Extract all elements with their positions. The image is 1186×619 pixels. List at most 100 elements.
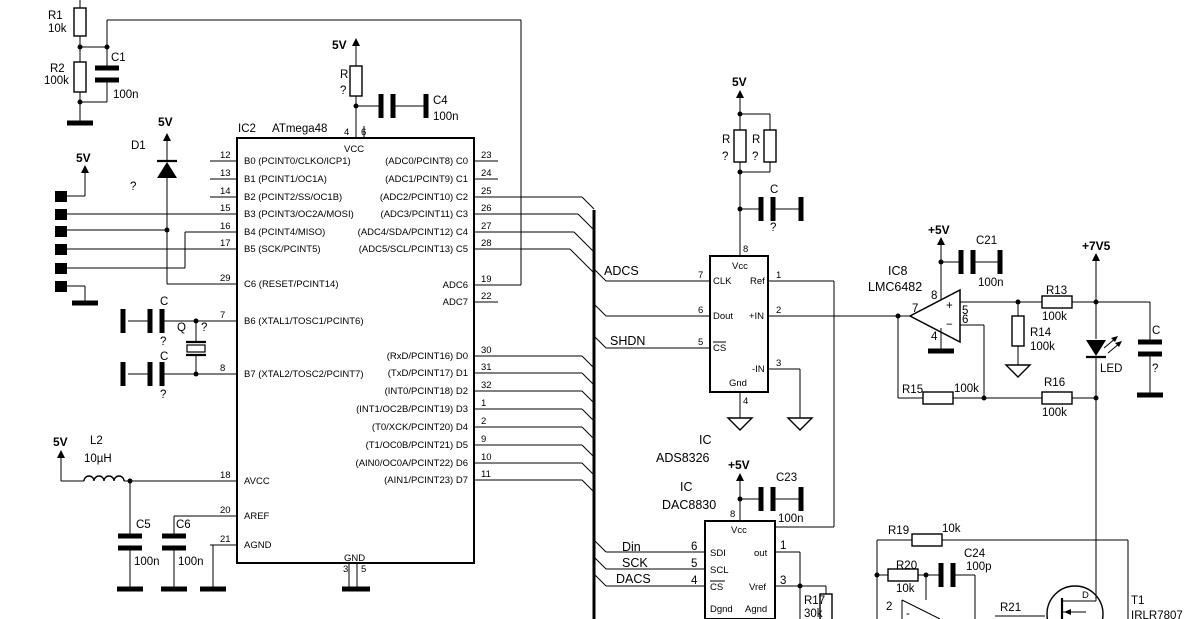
ic2-pin-label: (INT1/OC2B/PCINT19) D3: [356, 404, 468, 415]
adc-vcc: Vcc: [732, 261, 748, 272]
net-adcs: ADCS: [604, 264, 639, 278]
ic2-pin-label: B2 (PCINT2/SS/OC1B): [244, 192, 342, 203]
adc-ref: Ref: [750, 276, 765, 287]
adc-pin8: 8: [743, 244, 748, 255]
ic2-pin-label: (ADC4/SDA/PCINT12) C4: [358, 227, 468, 238]
c23-name: C23: [776, 472, 797, 484]
c24-value: 100p: [966, 561, 992, 573]
ic2-ref: IC2: [238, 123, 256, 135]
adc-cs: CS: [713, 343, 726, 354]
adc-supply-label: 5V: [732, 75, 747, 89]
adc-pin4: 4: [743, 396, 748, 407]
ic2-vcc: VCC: [344, 144, 364, 155]
adc-pin-in: +IN: [749, 311, 764, 322]
ic2-pin-label: (ADC0/PCINT8) C0: [385, 156, 468, 167]
adc-ref-resistor-1: [733, 129, 747, 163]
ic2-pin-label: B1 (PCINT1/OC1A): [244, 174, 327, 185]
dac-vcc: Vcc: [731, 525, 747, 536]
ic2-body: [236, 137, 475, 564]
t1-name: T1: [1131, 595, 1144, 607]
dac-pin3: 3: [780, 575, 786, 587]
ic2-pin-number: 10: [481, 452, 492, 463]
adc-clk: CLK: [713, 276, 732, 287]
dac-vref: Vref: [749, 582, 766, 593]
r19-name: R19: [888, 525, 909, 537]
dac-pin6: 6: [691, 541, 697, 553]
t1-minus: -: [906, 608, 910, 619]
ic2-pin-label: (T0/XCK/PCINT20) D4: [372, 422, 468, 433]
r20-value: 10k: [896, 583, 915, 595]
ic2-pin-label: (ADC5/SCL/PCINT13) C5: [359, 244, 468, 255]
adc-dout: Dout: [713, 311, 733, 322]
pullup-value: ?: [340, 85, 346, 97]
ic2-pin-number: 12: [220, 150, 231, 161]
xtal-q-value: ?: [201, 322, 207, 334]
adc-pin3: 3: [776, 358, 781, 369]
l2-name: L2: [90, 435, 103, 447]
ic2-pin-number: 15: [220, 203, 231, 214]
vcc-pullup-c4: 5V R ? C4 100n: [332, 38, 459, 138]
ic2-pin-number: 30: [481, 345, 492, 356]
adc-cap-value: ?: [770, 222, 776, 234]
ic2-pin-label: (INT0/PCINT18) D2: [385, 386, 468, 397]
signal-bus: ADCS SHDN Din SCK DACS: [474, 196, 710, 619]
r2-resistor: [73, 61, 87, 93]
pullup-name: R: [340, 69, 348, 81]
ic2-pin-label: (T1/OC0B/PCINT21) D5: [366, 440, 468, 451]
xtal-c2-value: ?: [160, 389, 166, 401]
xtal-q-name: Q: [177, 322, 186, 334]
c21-value: 100n: [978, 277, 1004, 289]
c5-name: C5: [136, 519, 151, 531]
ic2-pin-label: B3 (PCINT3/OC2A/MOSI): [244, 209, 354, 220]
led-output: +7V5 LED C ?: [1082, 239, 1163, 590]
adc-pin5: 5: [698, 337, 703, 348]
t1-pin2: 2: [886, 601, 892, 613]
adc-part-label: ADS8326: [656, 451, 710, 465]
t1-body: [1046, 585, 1104, 619]
r19-resistor: [911, 533, 943, 547]
isp-header: 5V: [55, 151, 237, 306]
ic8-pin5: 5: [962, 305, 968, 317]
ic2-pin-label: (ADC3/PCINT11) C3: [381, 209, 468, 220]
r16-resistor: [1041, 391, 1073, 405]
c24-name: C24: [964, 548, 986, 560]
d1-value: ?: [130, 181, 136, 193]
d1-supply-label: 5V: [158, 115, 173, 129]
r14-name: R14: [1030, 327, 1052, 339]
l2-supply-label: 5V: [53, 435, 68, 449]
net-dacs: DACS: [616, 572, 651, 586]
ic8-ref: IC8: [888, 264, 908, 278]
ic2-pin-number: 32: [481, 380, 492, 391]
r17-name: R17: [804, 595, 825, 607]
r2-name: R2: [50, 63, 65, 75]
net-sck: SCK: [622, 556, 648, 570]
adc-gnd: Gnd: [729, 378, 747, 389]
adc-r2-value: ?: [752, 151, 758, 163]
c1-name: C1: [111, 52, 126, 64]
dac-scl: SCL: [710, 565, 728, 576]
dac-ic-label: IC: [680, 480, 693, 494]
r20-name: R20: [896, 560, 917, 572]
c5-value: 100n: [134, 556, 160, 568]
adc-pin1: 1: [776, 270, 781, 281]
ic2-pin-label: AGND: [244, 540, 272, 551]
ic8-pin6: 6: [962, 314, 968, 326]
dac-pin4: 4: [691, 575, 698, 587]
xtal-c1-name: C: [160, 296, 168, 308]
ic2-pin-label: ADC6: [443, 280, 468, 291]
c-out-name: C: [1152, 325, 1160, 337]
r15-name: R15: [902, 384, 923, 396]
dac-cs: CS: [710, 582, 723, 593]
d1-name: D1: [131, 140, 146, 152]
dac-pin5: 5: [691, 558, 697, 570]
dac-pin1: 1: [780, 540, 786, 552]
ic2-pin-number: 2: [481, 416, 486, 427]
ic2-pin3: 3: [343, 564, 348, 575]
adc-r2-name: R: [752, 134, 760, 146]
